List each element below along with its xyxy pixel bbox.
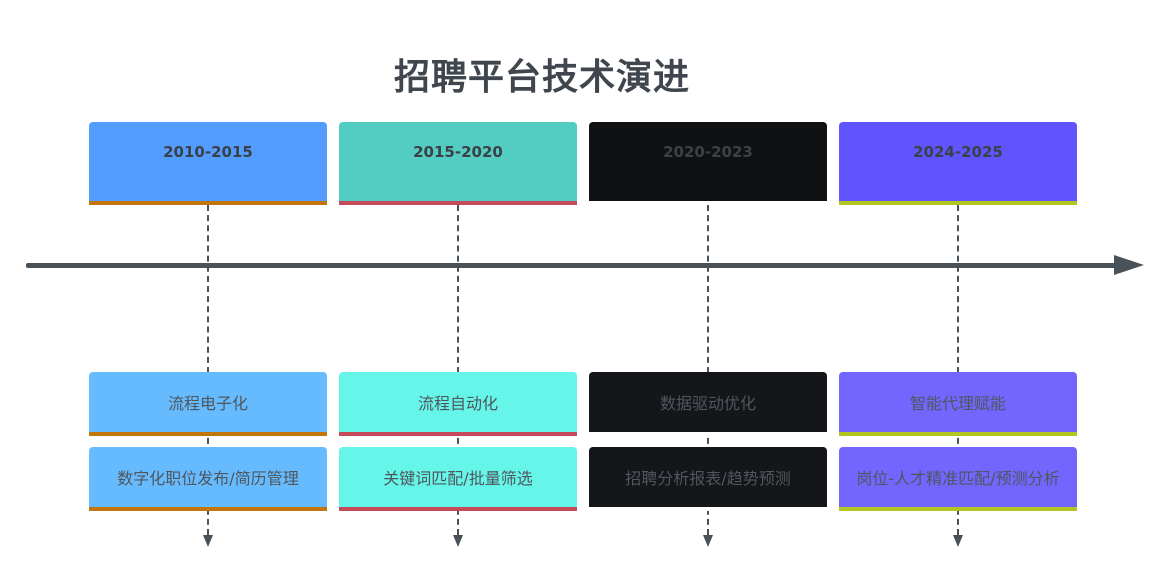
event-label: 流程自动化: [417, 394, 498, 413]
detail-box-stage-3: 招聘分析报表/趋势预测: [589, 447, 827, 511]
connector-arrow-2-icon: [453, 535, 463, 547]
connector-arrow-3-icon: [703, 535, 713, 547]
connector-2: [457, 205, 459, 535]
detail-label: 岗位-人才精准匹配/预测分析: [856, 469, 1060, 488]
detail-label: 招聘分析报表/趋势预测: [625, 469, 791, 488]
detail-label: 数字化职位发布/简历管理: [117, 469, 299, 488]
period-box-2010-2015: 2010-2015: [89, 122, 327, 205]
connector-4: [957, 205, 959, 535]
period-box-2020-2023: 2020-2023: [589, 122, 827, 205]
diagram-title: 招聘平台技术演进: [393, 57, 690, 98]
event-label: 智能代理赋能: [909, 394, 1006, 413]
period-label: 2020-2023: [663, 142, 753, 161]
event-label: 数据驱动优化: [659, 394, 756, 413]
event-box-stage-1: 流程电子化: [89, 372, 327, 436]
connector-arrow-4-icon: [953, 535, 963, 547]
timeline-arrow-icon: [1114, 255, 1144, 275]
period-box-2024-2025: 2024-2025: [839, 122, 1077, 205]
detail-label: 关键词匹配/批量筛选: [383, 469, 533, 488]
period-label: 2024-2025: [913, 142, 1003, 161]
event-box-stage-3: 数据驱动优化: [589, 372, 827, 436]
event-box-stage-2: 流程自动化: [339, 372, 577, 436]
period-label: 2010-2015: [163, 142, 253, 161]
connector-1: [207, 205, 209, 535]
period-label: 2015-2020: [413, 142, 503, 161]
event-box-stage-4: 智能代理赋能: [839, 372, 1077, 436]
period-box-2015-2020: 2015-2020: [339, 122, 577, 205]
connector-3: [707, 205, 709, 535]
detail-box-stage-2: 关键词匹配/批量筛选: [339, 447, 577, 511]
timeline-axis: [26, 263, 1120, 268]
detail-box-stage-1: 数字化职位发布/简历管理: [89, 447, 327, 511]
event-label: 流程电子化: [167, 394, 248, 413]
connector-arrow-1-icon: [203, 535, 213, 547]
detail-box-stage-4: 岗位-人才精准匹配/预测分析: [839, 447, 1077, 511]
